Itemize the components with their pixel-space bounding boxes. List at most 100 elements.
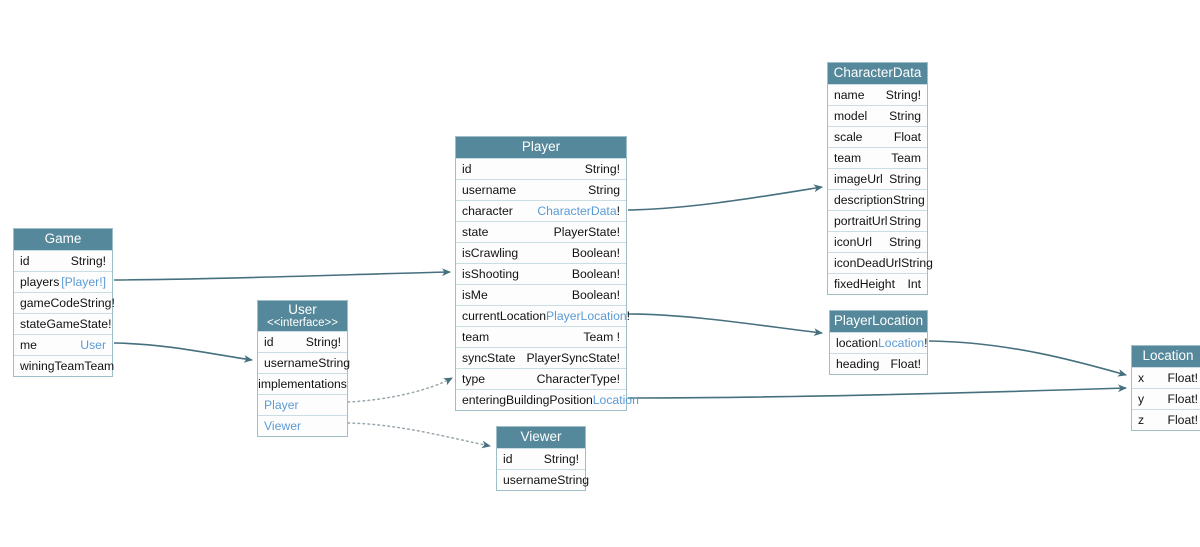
field-type: String (889, 214, 921, 228)
field-type: Float! (1167, 371, 1198, 385)
table-row[interactable]: state GameState! (14, 313, 112, 334)
table-row[interactable]: currentLocation PlayerLocation! (456, 305, 630, 326)
table-row[interactable]: players [Player!] (14, 271, 112, 292)
field-type[interactable]: PlayerLocation! (546, 309, 630, 323)
field-name: y (1138, 392, 1145, 406)
field-type: String (889, 235, 921, 249)
field-name: state (462, 225, 489, 239)
field-type: String (889, 109, 921, 123)
entity-game-title: Game (44, 231, 82, 247)
table-row[interactable]: z Float! (1132, 409, 1200, 430)
field-type: GameState! (46, 317, 112, 331)
table-row[interactable]: team Team (828, 147, 927, 168)
table-row[interactable]: id String! (456, 158, 626, 179)
table-row[interactable]: winingTeam Team (14, 355, 114, 376)
implementations-label-row: implementations (258, 373, 347, 394)
table-row[interactable]: team Team ! (456, 326, 626, 347)
field-name: isMe (462, 288, 488, 302)
field-type: String! (584, 162, 620, 176)
field-type-link: PlayerLocation (546, 309, 627, 323)
field-type[interactable]: Location! (878, 336, 927, 350)
entity-location[interactable]: Location x Float! y Float! z Float! (1131, 345, 1200, 431)
table-row[interactable]: username String (456, 179, 626, 200)
table-row[interactable]: username String (497, 469, 589, 490)
entity-player[interactable]: Player id String! username String charac… (455, 136, 639, 411)
edge-game-me-to-user (113, 342, 253, 363)
entity-viewer[interactable]: Viewer id String! username String (496, 426, 589, 491)
field-name: location (836, 336, 879, 350)
implementation-item-player[interactable]: Player (258, 394, 347, 415)
field-type: Boolean! (571, 246, 620, 260)
field-type: Float! (1167, 413, 1198, 427)
implementation-name: Player (264, 398, 299, 412)
non-null-marker: ! (616, 204, 620, 218)
table-row[interactable]: heading Float! (830, 353, 927, 374)
table-row[interactable]: gameCode String! (14, 292, 115, 313)
field-type: String (901, 256, 933, 270)
entity-player-location-header: PlayerLocation (830, 311, 927, 332)
field-type-link: Location (878, 336, 925, 350)
entity-user-title: User (288, 301, 317, 317)
non-null-marker: ! (626, 309, 631, 323)
table-row[interactable]: iconUrl String (828, 231, 927, 252)
field-name: z (1138, 413, 1145, 427)
field-name: gameCode (20, 296, 80, 310)
field-name: winingTeam (20, 359, 85, 373)
field-type-link: CharacterData (537, 204, 617, 218)
edge-player-character-to-characterdata (627, 184, 823, 211)
table-row[interactable]: model String (828, 105, 927, 126)
field-type: String (889, 172, 921, 186)
field-type[interactable]: CharacterData! (537, 204, 620, 218)
table-row[interactable]: portraitUrl String (828, 210, 927, 231)
field-type: Int (907, 277, 921, 291)
implementations-label: implementations (258, 377, 347, 391)
table-row[interactable]: character CharacterData! (456, 200, 626, 221)
implementation-item-viewer[interactable]: Viewer (258, 415, 347, 436)
table-row[interactable]: id String! (14, 250, 112, 271)
field-type: PlayerSyncState! (526, 351, 620, 365)
table-row[interactable]: type CharacterType! (456, 368, 626, 389)
table-row[interactable]: description String (828, 189, 927, 210)
table-row[interactable]: id String! (258, 331, 347, 352)
table-row[interactable]: username String (258, 352, 350, 373)
edge-playerlocation-location-to-location (928, 340, 1127, 377)
field-name: currentLocation (462, 309, 547, 323)
table-row[interactable]: enteringBuildingPosition Location (456, 389, 639, 410)
table-row[interactable]: isMe Boolean! (456, 284, 626, 305)
table-row[interactable]: y Float! (1132, 388, 1200, 409)
table-row[interactable]: x Float! (1132, 367, 1200, 388)
entity-character-data-header: CharacterData (828, 63, 927, 84)
field-name: enteringBuildingPosition (462, 393, 593, 407)
field-name: type (462, 372, 486, 386)
entity-user-header: User <<interface>> (258, 301, 347, 331)
table-row[interactable]: fixedHeight Int (828, 273, 927, 294)
table-row[interactable]: iconDeadUrl String (828, 252, 933, 273)
entity-user[interactable]: User <<interface>> id String! username S… (257, 300, 350, 437)
field-type[interactable]: User (80, 338, 106, 352)
field-name: scale (834, 130, 863, 144)
table-row[interactable]: imageUrl String (828, 168, 927, 189)
field-type: String! (305, 335, 341, 349)
table-row[interactable]: scale Float (828, 126, 927, 147)
table-row[interactable]: state PlayerState! (456, 221, 626, 242)
table-row[interactable]: id String! (497, 448, 585, 469)
table-row[interactable]: isShooting Boolean! (456, 263, 626, 284)
table-row[interactable]: name String! (828, 84, 927, 105)
field-type[interactable]: Location (592, 393, 639, 407)
table-row[interactable]: isCrawling Boolean! (456, 242, 626, 263)
implementation-name: Viewer (264, 419, 302, 433)
entity-game[interactable]: Game id String! players [Player!] gameCo… (13, 228, 115, 377)
field-type: Team ! (583, 330, 620, 344)
field-type: Boolean! (571, 288, 620, 302)
field-name: state (20, 317, 47, 331)
field-type[interactable]: [Player!] (61, 275, 106, 289)
field-name: imageUrl (834, 172, 883, 186)
entity-game-header: Game (14, 229, 112, 250)
entity-character-data[interactable]: CharacterData name String! model String … (827, 62, 933, 295)
table-row[interactable]: me User (14, 334, 112, 355)
entity-player-location[interactable]: PlayerLocation location Location! headin… (829, 310, 928, 375)
field-type: String (892, 193, 925, 207)
edge-user-implements-viewer (347, 422, 491, 449)
table-row[interactable]: syncState PlayerSyncState! (456, 347, 626, 368)
table-row[interactable]: location Location! (830, 332, 927, 353)
